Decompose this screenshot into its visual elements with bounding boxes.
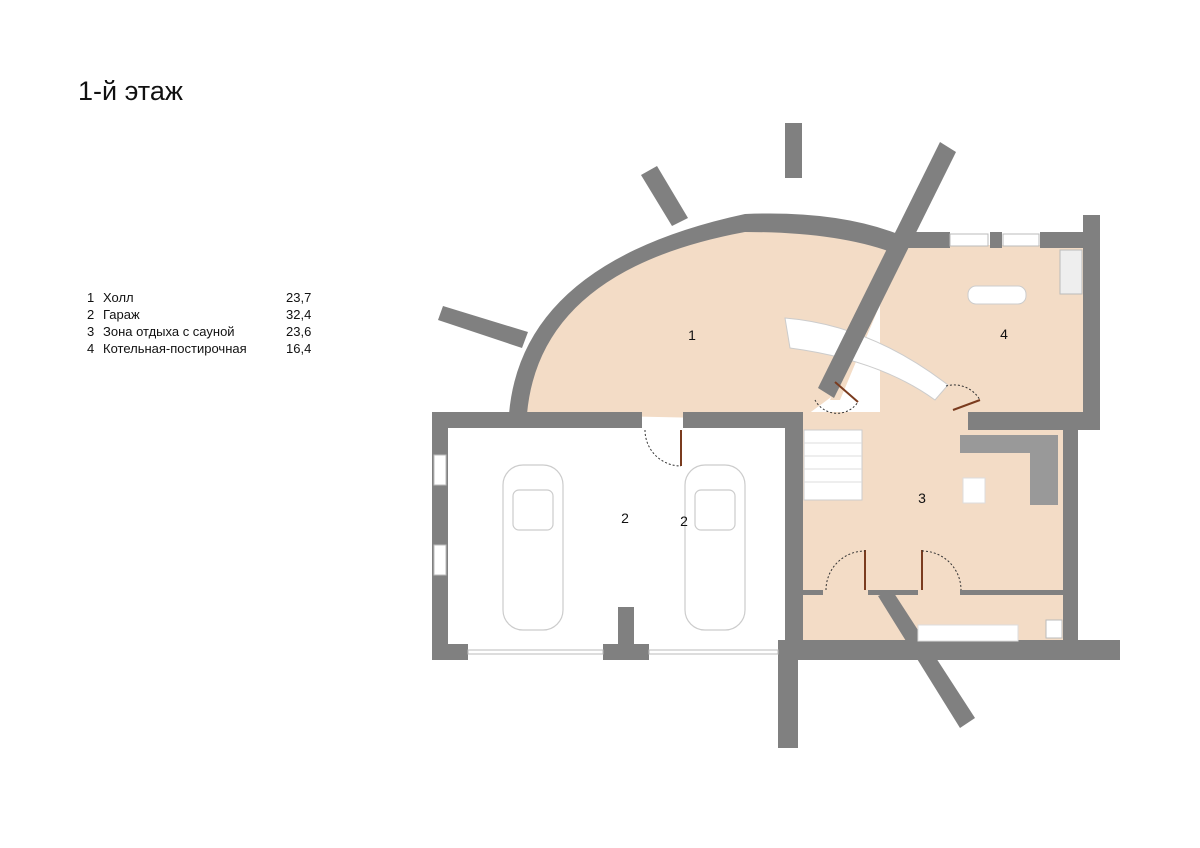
room-label-lounge: 3 (918, 490, 926, 506)
legend-name: Зона отдыха с сауной (103, 324, 235, 339)
legend-num: 1 (87, 290, 95, 305)
legend-name: Холл (103, 290, 134, 305)
walls (432, 123, 1120, 748)
straight-stair (803, 429, 863, 501)
legend-num: 3 (87, 324, 95, 339)
sauna-bench (917, 624, 1019, 642)
washer (1059, 249, 1083, 295)
legend-row: 1 Холл 23,7 (87, 289, 317, 306)
table (962, 477, 986, 504)
sink (1045, 619, 1063, 639)
car-right (684, 464, 746, 631)
legend-num: 2 (87, 307, 95, 322)
legend-area: 23,7 (286, 290, 312, 305)
car-left (502, 464, 564, 631)
sofa-corner (1030, 435, 1058, 505)
legend-row: 4 Котельная-постирочная 16,4 (87, 340, 317, 357)
legend-name: Котельная-постирочная (103, 341, 247, 356)
room-label-boiler: 4 (1000, 326, 1008, 342)
legend-row: 2 Гараж 32,4 (87, 306, 317, 323)
hall-floor (520, 231, 898, 420)
legend-row: 3 Зона отдыха с сауной 23,6 (87, 323, 317, 340)
room-label-garage: 2 (621, 510, 629, 526)
doors[interactable] (680, 381, 981, 590)
door-swings (644, 384, 981, 591)
legend-area: 32,4 (286, 307, 312, 322)
windows (433, 233, 1040, 655)
bathtub (967, 285, 1027, 305)
legend-name: Гараж (103, 307, 140, 322)
room-label-hall: 1 (688, 327, 696, 343)
legend-num: 4 (87, 341, 95, 356)
cars (502, 464, 746, 631)
room-label-garage: 2 (680, 513, 688, 529)
garage-floor (448, 428, 780, 643)
legend-area: 23,6 (286, 324, 312, 339)
stair-treads (804, 442, 862, 483)
legend-area: 16,4 (286, 341, 312, 356)
room-legend: 1 Холл 23,7 2 Гараж 32,4 3 Зона отдыха с саун… (87, 289, 317, 357)
page-title: 1-й этаж (78, 76, 183, 106)
boiler-room-floor (880, 245, 1085, 415)
